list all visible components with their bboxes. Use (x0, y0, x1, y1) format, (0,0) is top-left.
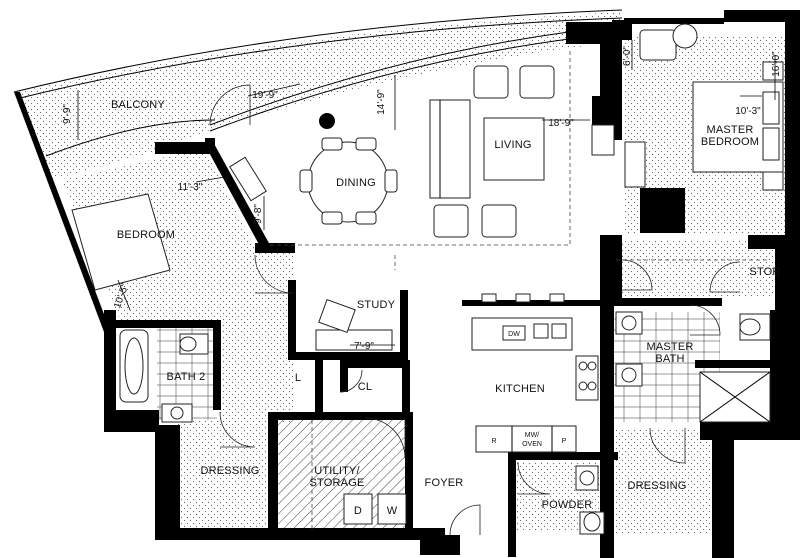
mw-oven-label-2: OVEN (522, 441, 542, 448)
bedroom-label: BEDROOM (117, 229, 175, 241)
bath2-label: BATH 2 (167, 371, 206, 383)
dishwasher-label: DW (508, 331, 520, 338)
living-width-dim: 18'-9" (548, 118, 574, 129)
walls (13, 9, 800, 558)
master-depth-dim: 6'-0" (622, 46, 633, 66)
washer (377, 493, 407, 525)
dressing-right-label: DRESSING (627, 480, 686, 492)
linen-label: L (295, 372, 301, 384)
utility-label-1: UTILITY/ (314, 465, 360, 477)
dining-label: DINING (336, 177, 376, 189)
room-labels: BALCONY DINING LIVING MASTER BEDROOM BED… (111, 99, 780, 511)
dressing-left-label: DRESSING (200, 465, 259, 477)
stor-label: STOR (749, 266, 780, 278)
bedroom-width-dim: 11'-3" (178, 182, 203, 193)
dashed-lines (270, 50, 770, 530)
sofa (429, 99, 471, 199)
powder-label: POWDER (542, 499, 593, 511)
balcony-depth-dim: 9'-9" (62, 104, 73, 124)
closet-label: CL (358, 381, 372, 393)
washer-label: W (387, 505, 398, 517)
study-label: STUDY (357, 299, 396, 311)
dryer-label: D (354, 505, 362, 517)
appliance-labels: DW R MW/ OVEN P D W (354, 331, 567, 517)
master-bedroom-label-1: MASTER (706, 124, 753, 136)
master-width-dim: 10'-3" (735, 106, 761, 117)
kitchen-label: KITCHEN (495, 383, 545, 395)
study-width-dim: 7'-9" (354, 341, 374, 352)
pantry-label: P (562, 438, 567, 445)
refrigerator-label: R (491, 438, 496, 445)
bedroom-bed (71, 193, 171, 291)
dryer (343, 493, 373, 525)
bedroom-depth-dim: 9'-8" (253, 204, 264, 224)
living-label: LIVING (494, 139, 531, 151)
balcony-width-dim: 19'-9" (252, 90, 278, 101)
master-bath-label-2: BATH (655, 353, 684, 365)
mw-oven-label-1: MW/ (525, 432, 539, 439)
appliance-bank (475, 425, 577, 453)
dimension-lines (77, 40, 776, 346)
utility-label-2: STORAGE (310, 477, 365, 489)
balcony-label: BALCONY (111, 99, 165, 111)
master-bedroom-label-2: BEDROOM (701, 136, 759, 148)
coffee-table (483, 117, 545, 181)
doors (209, 84, 741, 536)
master-length-dim: 16'-0" (771, 51, 782, 77)
master-bath-label-1: MASTER (646, 341, 693, 353)
column-icon (319, 113, 335, 129)
living-depth-dim: 14'-9" (376, 89, 387, 115)
foyer-label: FOYER (425, 477, 464, 489)
